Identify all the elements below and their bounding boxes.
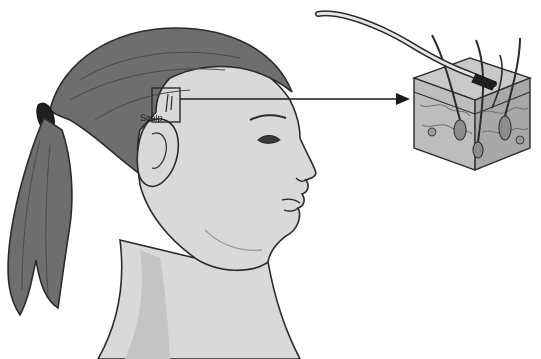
skin-sample-block (318, 13, 530, 170)
follicle-2 (499, 116, 511, 140)
head-figure: Scalp (8, 28, 316, 359)
gland-1 (428, 128, 436, 136)
biopsy-instrument-highlight (318, 13, 494, 84)
ponytail (8, 118, 72, 315)
follicle-1 (454, 120, 466, 140)
arrow-head (396, 93, 410, 105)
inset-label: Scalp (140, 113, 163, 123)
gland-2 (516, 136, 524, 144)
follicle-3 (473, 142, 483, 158)
